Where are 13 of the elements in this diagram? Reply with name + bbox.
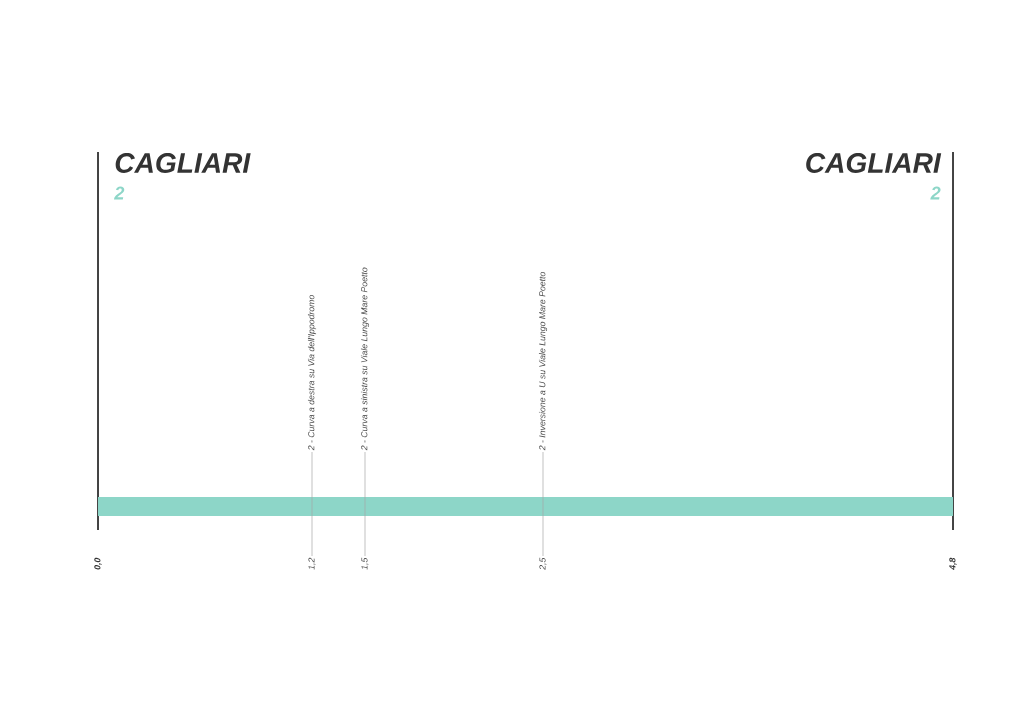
distance-label: 1,2 xyxy=(308,557,316,570)
distance-label: 0,0 xyxy=(94,557,102,570)
city-name: CAGLIARI xyxy=(115,153,251,173)
distance-label: 1,5 xyxy=(361,557,369,570)
distance-label: 2,5 xyxy=(539,557,547,570)
stage-number: 2 xyxy=(930,186,941,200)
distance-label: 4,8 xyxy=(949,557,957,570)
city-name: CAGLIARI xyxy=(806,153,942,173)
waypoint-label: 2 - Inversione a U su Viale Lungo Mare Poetto xyxy=(538,271,548,451)
waypoint-label: 2 - Curva a destra su Via dell'Ippodromo xyxy=(307,295,317,451)
stage-number: 2 xyxy=(114,186,125,200)
route-bar xyxy=(98,497,953,516)
waypoint-label: 2 - Curva a sinistra su Viale Lungo Mare Poetto xyxy=(360,267,370,451)
